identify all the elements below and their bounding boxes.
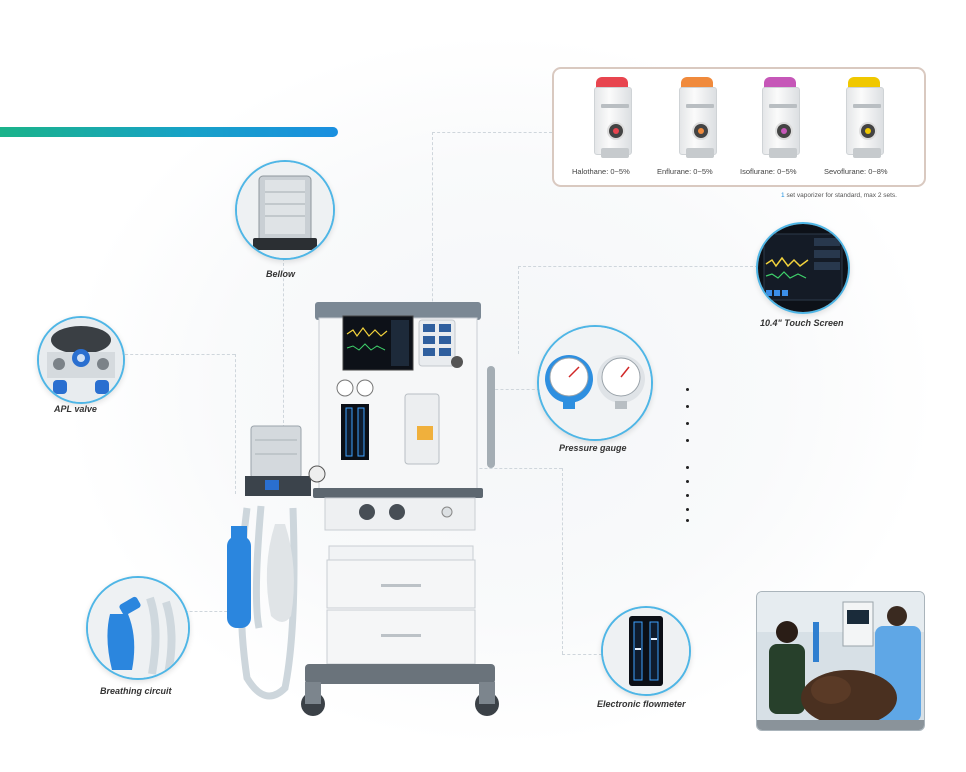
leader-line <box>432 132 433 382</box>
breathing-circuit-icon <box>86 576 190 680</box>
leader-line <box>562 468 563 654</box>
vaporizer-dot <box>865 128 871 134</box>
bellow-caption: Bellow <box>266 269 296 279</box>
leader-line <box>518 266 758 267</box>
vaporizer-cap <box>848 77 880 89</box>
sevoflurane-vaporizer-icon <box>844 77 884 158</box>
flowmeter-icon <box>601 606 691 696</box>
vaporizer-cap <box>596 77 628 89</box>
veterinary-photo <box>756 591 925 731</box>
vaporizer-label: Enflurane: 0~5% <box>657 167 713 176</box>
bellow-icon <box>235 160 335 260</box>
vaporizer-note-count: 1 <box>781 192 785 199</box>
leader-line <box>518 266 519 354</box>
halothane-vaporizer-icon <box>592 77 632 158</box>
vaporizer-dot <box>781 128 787 134</box>
apl-valve-icon <box>37 316 125 404</box>
anesthesia-machine-illustration <box>227 302 499 716</box>
vaporizer-cap <box>681 77 713 89</box>
leader-line <box>432 132 552 133</box>
leader-line <box>235 354 236 494</box>
leader-line <box>120 354 235 355</box>
pressure-gauge-icon <box>537 325 653 441</box>
flowmeter-caption: Electronic flowmeter <box>597 699 686 709</box>
vaporizer-label: Halothane: 0~5% <box>572 167 630 176</box>
apl-valve-caption: APL valve <box>54 404 97 414</box>
vaporizer-dot <box>698 128 704 134</box>
leader-line <box>283 258 284 428</box>
touch-screen-caption: 10.4" Touch Screen <box>760 318 844 328</box>
vaporizer-label: Isoflurane: 0~5% <box>740 167 797 176</box>
vaporizer-note: 1 set vaporizer for standard, max 2 sets… <box>781 192 897 199</box>
vaporizer-note-text: set vaporizer for standard, max 2 sets. <box>786 192 897 199</box>
pressure-gauge-caption: Pressure gauge <box>559 443 627 453</box>
vaporizer-cap <box>764 77 796 89</box>
vaporizer-dot <box>613 128 619 134</box>
isoflurane-vaporizer-icon <box>760 77 800 158</box>
leader-line <box>490 389 540 390</box>
vaporizer-panel: Halothane: 0~5% Enflurane: 0~5% Isoflura… <box>552 67 926 187</box>
vaporizer-label: Sevoflurane: 0~8% <box>824 167 888 176</box>
enflurane-vaporizer-icon <box>677 77 717 158</box>
accent-bar <box>0 127 338 137</box>
breathing-circuit-caption: Breathing circuit <box>100 686 172 696</box>
leader-line <box>160 611 242 612</box>
touch-screen-icon <box>756 222 850 314</box>
leader-line <box>562 654 602 655</box>
